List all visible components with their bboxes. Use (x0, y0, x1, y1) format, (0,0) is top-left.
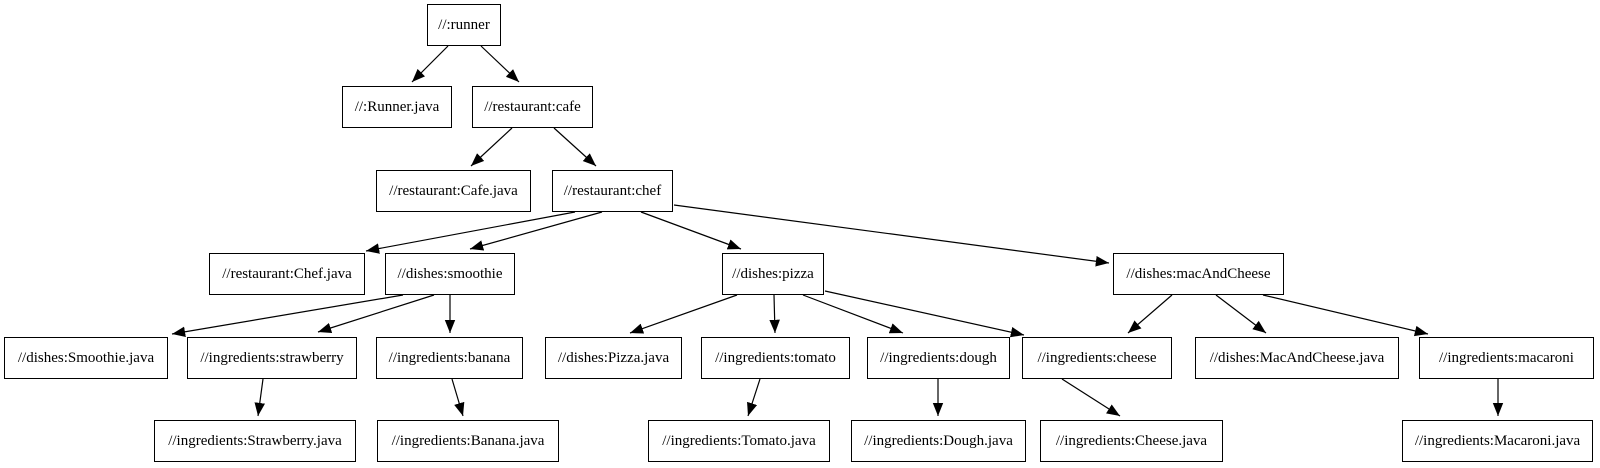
node-cafe-java: //restaurant:Cafe.java (376, 170, 531, 212)
edge-mac_and_cheese-to-cheese (1127, 294, 1173, 334)
edge-pizza-to-tomato (769, 294, 780, 334)
edge-mac_and_cheese-to-mac_and_cheese_java (1215, 294, 1267, 334)
edge-chef-to-chef_java (365, 211, 576, 254)
edge-pizza-to-pizza_java (629, 294, 738, 334)
edge-tomato-to-tomato_java (747, 378, 761, 417)
edge-chef-to-smoothie (469, 211, 603, 251)
node-restaurant-chef: //restaurant:chef (552, 170, 673, 212)
node-smoothie-java: //dishes:Smoothie.java (4, 337, 168, 379)
edge-strawberry-to-strawberry_java (254, 378, 266, 417)
node-ingredients-dough: //ingredients:dough (867, 337, 1010, 379)
edge-chef-to-mac_and_cheese (673, 204, 1110, 267)
edge-pizza-to-dough (802, 294, 904, 334)
edge-cheese-to-cheese_java (1061, 378, 1121, 417)
node-macaroni-java: //ingredients:Macaroni.java (1402, 420, 1593, 462)
node-tomato-java: //ingredients:Tomato.java (648, 420, 830, 462)
edge-banana-to-banana_java (451, 378, 465, 417)
node-ingredients-cheese: //ingredients:cheese (1022, 337, 1172, 379)
node-ingredients-tomato: //ingredients:tomato (701, 337, 850, 379)
edge-runner-to-cafe (480, 45, 520, 83)
edge-chef-to-pizza (640, 211, 742, 250)
node-cheese-java: //ingredients:Cheese.java (1040, 420, 1223, 462)
node-pizza-java: //dishes:Pizza.java (545, 337, 682, 379)
node-ingredients-banana: //ingredients:banana (376, 337, 523, 379)
node-banana-java: //ingredients:Banana.java (377, 420, 559, 462)
node-dishes-macandcheese: //dishes:macAndCheese (1113, 253, 1284, 295)
node-chef-java: //restaurant:Chef.java (209, 253, 365, 295)
node-ingredients-strawberry: //ingredients:strawberry (187, 337, 357, 379)
edge-smoothie-to-smoothie_java (171, 294, 404, 338)
node-strawberry-java: //ingredients:Strawberry.java (154, 420, 356, 462)
edge-cafe-to-chef (553, 127, 597, 167)
edge-runner-to-runner_java (411, 45, 449, 83)
edge-pizza-to-cheese (824, 290, 1025, 338)
edge-cafe-to-cafe_java (470, 127, 513, 167)
node-dough-java: //ingredients:Dough.java (851, 420, 1026, 462)
node-runner: //:runner (427, 4, 501, 46)
node-ingredients-macaroni: //ingredients:macaroni (1419, 337, 1594, 379)
node-dishes-smoothie: //dishes:smoothie (385, 253, 515, 295)
node-restaurant-cafe: //restaurant:cafe (472, 86, 593, 128)
node-runner-java: //:Runner.java (342, 86, 452, 128)
edge-smoothie-to-strawberry (317, 294, 435, 334)
edge-mac_and_cheese-to-macaroni (1262, 294, 1429, 337)
node-dishes-pizza: //dishes:pizza (722, 253, 824, 295)
node-macandcheese-java: //dishes:MacAndCheese.java (1195, 337, 1399, 379)
